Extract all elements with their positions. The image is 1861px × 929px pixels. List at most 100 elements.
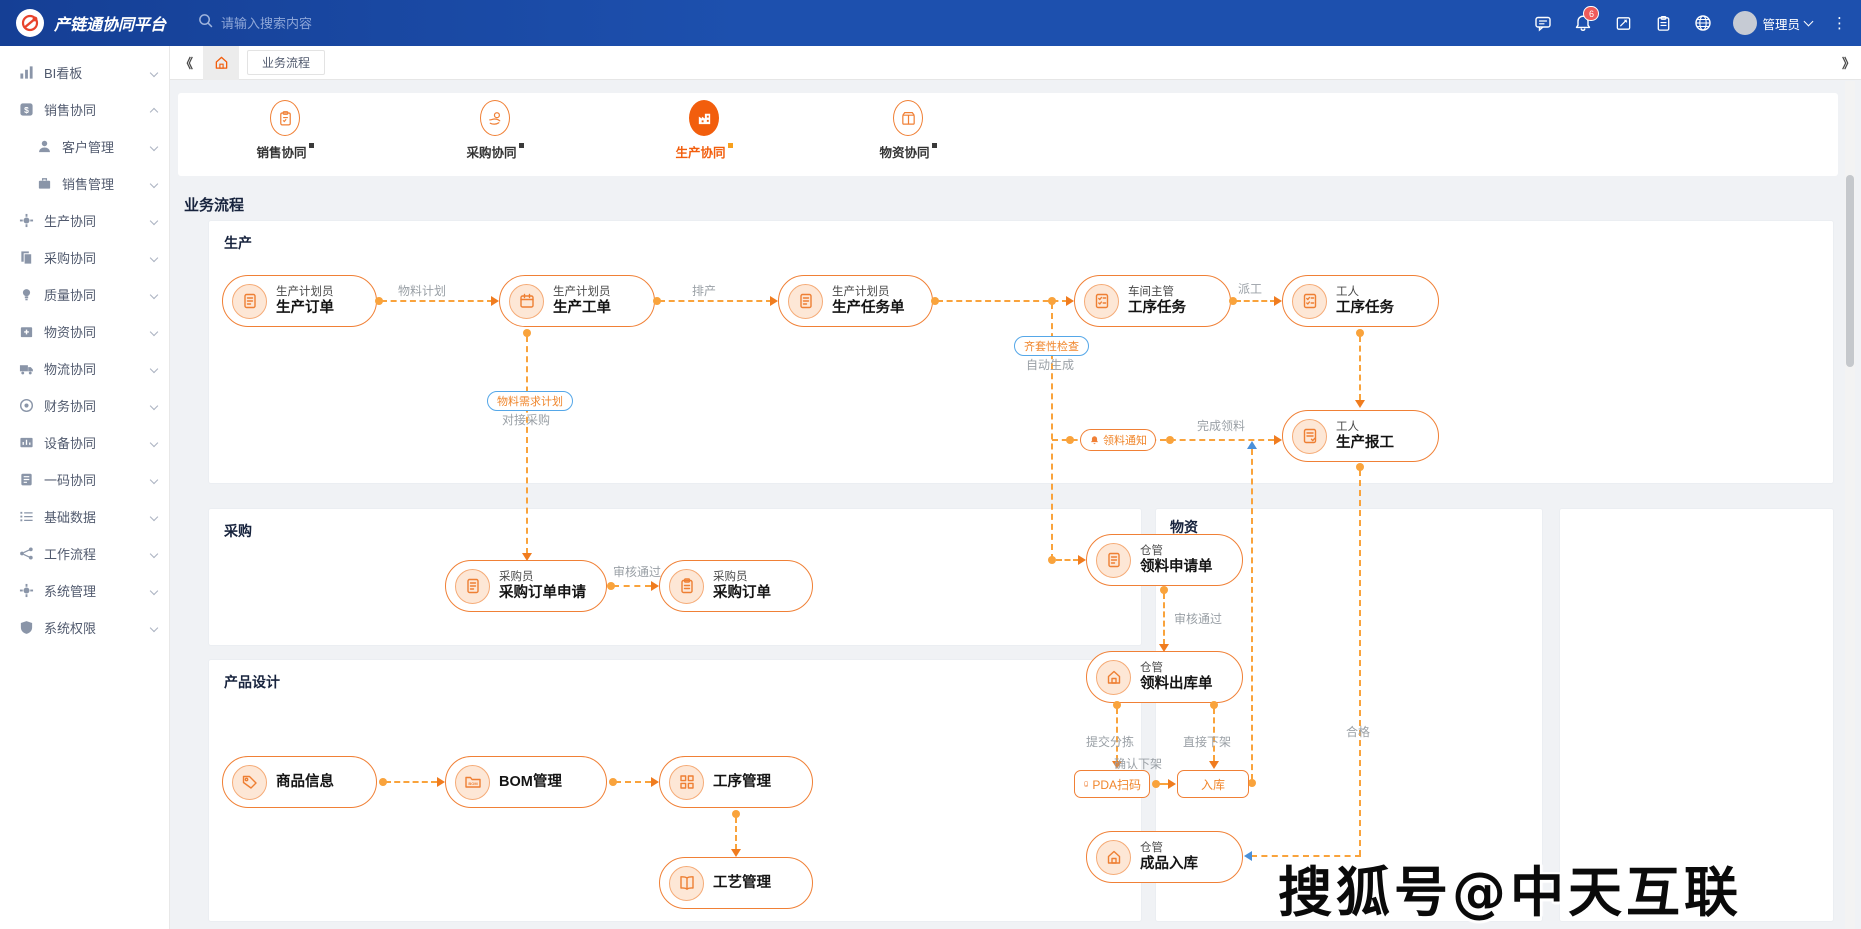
arrow-right-icon	[1168, 779, 1176, 789]
doc-icon	[455, 568, 490, 604]
chevron-down-icon	[149, 142, 159, 151]
edge-dot	[1356, 329, 1364, 337]
notification-bell-icon[interactable]: 6	[1573, 6, 1600, 33]
doc-icon	[788, 283, 823, 319]
node-craft-management[interactable]: 工艺管理	[659, 857, 813, 909]
node-process-management[interactable]: 工序管理	[659, 756, 813, 808]
sidebar-item-purchase-collab[interactable]: 采购协同	[0, 239, 169, 276]
node-production-report[interactable]: 工人生产报工	[1282, 410, 1439, 462]
arrow-right-icon	[1066, 296, 1074, 306]
edge-dot	[1113, 701, 1121, 709]
message-icon[interactable]	[1533, 13, 1553, 33]
search-input[interactable]	[221, 15, 461, 31]
factory-icon	[689, 100, 719, 136]
pda-scan-pill[interactable]: PDA扫码	[1074, 770, 1150, 798]
edge-dot	[523, 329, 531, 337]
global-search[interactable]	[198, 13, 1533, 33]
sidebar-item-bi-dashboard[interactable]: BI看板	[0, 54, 169, 91]
edge-label: 审核通过	[613, 565, 662, 579]
process-nav-purchase[interactable]: 采购协同	[435, 100, 555, 161]
language-globe-icon[interactable]	[1693, 13, 1713, 33]
clipboard-icon[interactable]	[1653, 13, 1673, 33]
node-production-task[interactable]: 生产计划员生产任务单	[778, 275, 933, 327]
edge-line	[659, 300, 772, 302]
chevron-down-icon	[149, 68, 159, 77]
sidebar-item-material-collab[interactable]: 物资协同	[0, 313, 169, 350]
edge-dot	[1229, 297, 1237, 305]
tab-home[interactable]	[203, 45, 240, 80]
edge-line	[1163, 593, 1165, 645]
sidebar-item-sales-collab[interactable]: $ 销售协同	[0, 91, 169, 128]
node-bom-management[interactable]: BOM BOM管理	[445, 756, 607, 808]
collapse-sidebar-icon[interactable]: 《	[180, 56, 194, 71]
scrollbar-track[interactable]	[1845, 81, 1855, 929]
sidebar-item-logistics-collab[interactable]: 物流协同	[0, 350, 169, 387]
chevron-down-icon	[149, 438, 159, 447]
process-nav-card	[178, 93, 1838, 176]
inbound-pill[interactable]: 入库	[1177, 770, 1249, 798]
edge-label: 自动生成	[1026, 358, 1075, 372]
bell-icon	[1090, 435, 1099, 444]
sidebar-item-production-collab[interactable]: 生产协同	[0, 202, 169, 239]
tab-business-process[interactable]: 业务流程	[247, 50, 326, 75]
sidebar-item-equipment-collab[interactable]: 设备协同	[0, 424, 169, 461]
edit-note-icon[interactable]	[1613, 13, 1633, 33]
edge-line	[1251, 855, 1361, 857]
avatar	[1733, 11, 1758, 35]
arrow-down-icon	[1209, 761, 1219, 769]
sidebar-item-sales-mgmt[interactable]: 销售管理	[0, 165, 169, 202]
app-logo[interactable]: 产链通协同平台	[0, 9, 170, 37]
node-finished-goods-inbound[interactable]: 仓管成品入库	[1086, 831, 1243, 883]
more-menu-icon[interactable]: ⋮	[1832, 15, 1847, 32]
node-production-order[interactable]: 生产计划员生产订单	[222, 275, 377, 327]
box-plus-icon	[18, 324, 34, 340]
edge-line	[937, 300, 1068, 302]
sidebar-item-quality-collab[interactable]: 质量协同	[0, 276, 169, 313]
node-picking-request[interactable]: 仓管领料申请单	[1086, 534, 1243, 586]
node-process-task-supervisor[interactable]: 车间主管工序任务	[1074, 275, 1231, 327]
edge-dot	[1210, 701, 1218, 709]
grid-icon	[669, 764, 704, 800]
chevron-down-icon	[149, 586, 159, 595]
sidebar: BI看板 $ 销售协同 客户管理 销售管理 生产协同 采购协同 质量协同 物资协…	[0, 46, 170, 929]
user-name: 管理员	[1762, 17, 1800, 32]
node-product-info[interactable]: 商品信息	[222, 756, 377, 808]
chevron-down-icon	[149, 401, 159, 410]
page-title: 业务流程	[184, 197, 245, 214]
kitting-check-pill[interactable]: 齐套性检查	[1014, 336, 1089, 356]
sidebar-item-system-mgmt[interactable]: 系统管理	[0, 572, 169, 609]
process-nav-material[interactable]: 物资协同	[848, 100, 968, 161]
sidebar-item-onecode-collab[interactable]: 一码协同	[0, 461, 169, 498]
material-requirement-plan-pill[interactable]: 物料需求计划	[487, 391, 573, 411]
arrow-right-icon	[651, 581, 659, 591]
edge-line	[1052, 439, 1274, 441]
sidebar-item-customer-mgmt[interactable]: 客户管理	[0, 128, 169, 165]
sidebar-item-finance-collab[interactable]: 财务协同	[0, 387, 169, 424]
edge-line	[1056, 559, 1079, 561]
tab-bar: 《 业务流程 》	[170, 45, 1861, 80]
svg-text:$: $	[24, 105, 29, 115]
process-nav-production[interactable]: 生产协同	[644, 100, 764, 161]
sidebar-item-workflow[interactable]: 工作流程	[0, 535, 169, 572]
section-title-material: 物资	[1170, 519, 1198, 535]
label-badge	[308, 143, 314, 148]
checklist-icon	[1292, 283, 1327, 319]
process-nav-sales[interactable]: 销售协同	[225, 100, 345, 161]
node-picking-outbound[interactable]: 仓管领料出库单	[1086, 651, 1243, 703]
node-process-task-worker[interactable]: 工人工序任务	[1282, 275, 1439, 327]
node-production-workorder[interactable]: 生产计划员生产工单	[499, 275, 655, 327]
edge-line	[1235, 300, 1276, 302]
user-menu[interactable]: 管理员	[1733, 11, 1814, 35]
picking-notice-pill[interactable]: 领料通知	[1080, 429, 1156, 451]
node-purchase-order[interactable]: 采购员采购订单	[659, 560, 813, 612]
expand-tabs-icon[interactable]: 》	[1841, 56, 1855, 71]
arrow-right-icon	[651, 777, 659, 787]
scrollbar-thumb[interactable]	[1846, 175, 1854, 367]
share-nodes-icon	[18, 546, 34, 562]
node-purchase-order-request[interactable]: 采购员采购订单申请	[445, 560, 607, 612]
edge-line	[1158, 783, 1170, 785]
edge-label: 审核通过	[1174, 612, 1223, 626]
monitor-chart-icon	[18, 435, 34, 451]
sidebar-item-system-permission[interactable]: 系统权限	[0, 609, 169, 646]
sidebar-item-base-data[interactable]: 基础数据	[0, 498, 169, 535]
